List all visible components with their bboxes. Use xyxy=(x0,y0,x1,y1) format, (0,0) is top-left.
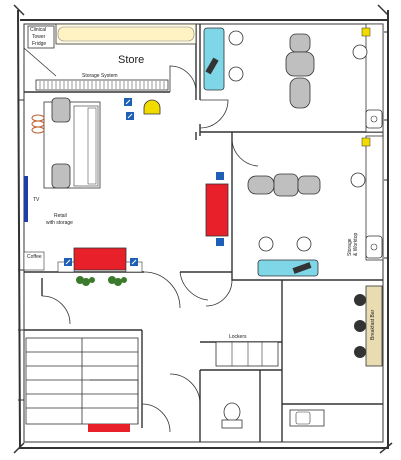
treatment-room-1 xyxy=(199,24,383,168)
door-icon xyxy=(41,295,71,325)
sink-counter-1 xyxy=(365,23,384,133)
stool-icon xyxy=(354,294,366,358)
basin-icon xyxy=(365,109,383,129)
storage-system xyxy=(35,79,169,91)
wc-icon xyxy=(221,402,243,429)
outer-walls xyxy=(13,4,393,454)
room1-door-icon xyxy=(199,99,229,129)
fridge-label-line1: Clinical xyxy=(30,27,47,33)
info-icon xyxy=(216,172,224,246)
laptop-icon xyxy=(205,57,219,75)
sign-1 xyxy=(361,27,371,37)
tv-label: TV xyxy=(33,197,40,203)
hanging-rail-icon xyxy=(31,114,45,134)
info-icon xyxy=(64,98,138,266)
coffee-label: Coffee xyxy=(27,254,42,260)
treatment-chair-icon xyxy=(285,33,315,109)
reception-desk xyxy=(73,247,127,271)
plant-icon xyxy=(76,276,127,286)
laptop-icon xyxy=(292,262,312,274)
lower-walls xyxy=(24,280,383,442)
door-icon xyxy=(141,403,171,433)
lockers-label: Lockers xyxy=(229,334,247,340)
chair-icon xyxy=(228,30,244,82)
store-shelf-inner xyxy=(57,26,195,42)
basin-icon xyxy=(365,235,383,259)
room1-door-swing-lower xyxy=(231,139,259,167)
storage-system-slats xyxy=(39,81,165,89)
store-label: Store xyxy=(118,54,145,66)
door-icon xyxy=(179,271,209,301)
stairs-landing xyxy=(88,424,130,432)
display-unit xyxy=(87,107,97,185)
office-chair-icon xyxy=(51,97,71,189)
coffee-unit xyxy=(23,251,45,271)
sink-counter-2 xyxy=(365,135,384,261)
treatment-chair-icon xyxy=(247,173,321,197)
treatment-counter-2 xyxy=(257,259,319,277)
stool-icon xyxy=(350,172,366,188)
lockers xyxy=(215,341,279,367)
fridge-label-line3: Fridge xyxy=(32,41,47,47)
locker-dividers xyxy=(231,342,263,366)
storage-system-label: Storage System xyxy=(82,73,118,79)
yellow-stand-icon xyxy=(143,99,161,115)
door-icon xyxy=(205,279,233,307)
retail-label-line2: with storage xyxy=(46,220,73,226)
sign-2 xyxy=(361,137,371,147)
retail-label-line1: Retail xyxy=(54,213,67,219)
clinical-fridge xyxy=(27,25,55,49)
outer-wall-inner-line xyxy=(18,23,388,443)
store-door-icon xyxy=(169,65,197,93)
door-icon xyxy=(169,373,201,405)
breakfast-bar-label: Breakfast Bar xyxy=(370,309,376,340)
sink-icon xyxy=(289,409,325,427)
fridge-label-line2: Tower xyxy=(32,34,46,40)
staircase xyxy=(25,337,139,425)
store-diagonal xyxy=(23,47,57,77)
stool-icon xyxy=(352,44,368,60)
storage-worktop-label-line2: & Worktop xyxy=(353,232,359,256)
door-icon xyxy=(143,271,181,309)
tv-panel xyxy=(24,176,28,222)
red-sofa xyxy=(205,183,229,237)
chair-icon xyxy=(258,236,312,252)
